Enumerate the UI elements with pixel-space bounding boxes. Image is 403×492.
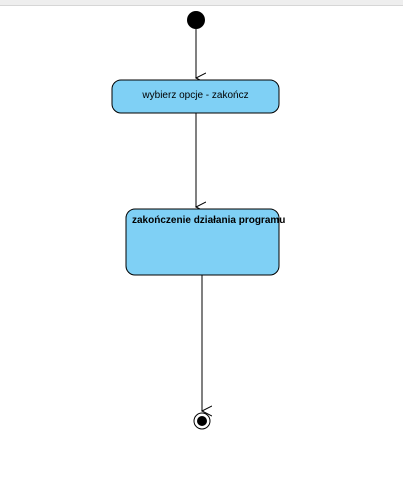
window-top-border bbox=[0, 0, 403, 6]
action-choose-option-label: wybierz opcje - zakończ bbox=[142, 90, 249, 101]
initial-node[interactable] bbox=[187, 11, 205, 29]
action-program-end-label: zakończenie działania programu bbox=[132, 215, 286, 226]
final-node[interactable] bbox=[193, 412, 211, 430]
